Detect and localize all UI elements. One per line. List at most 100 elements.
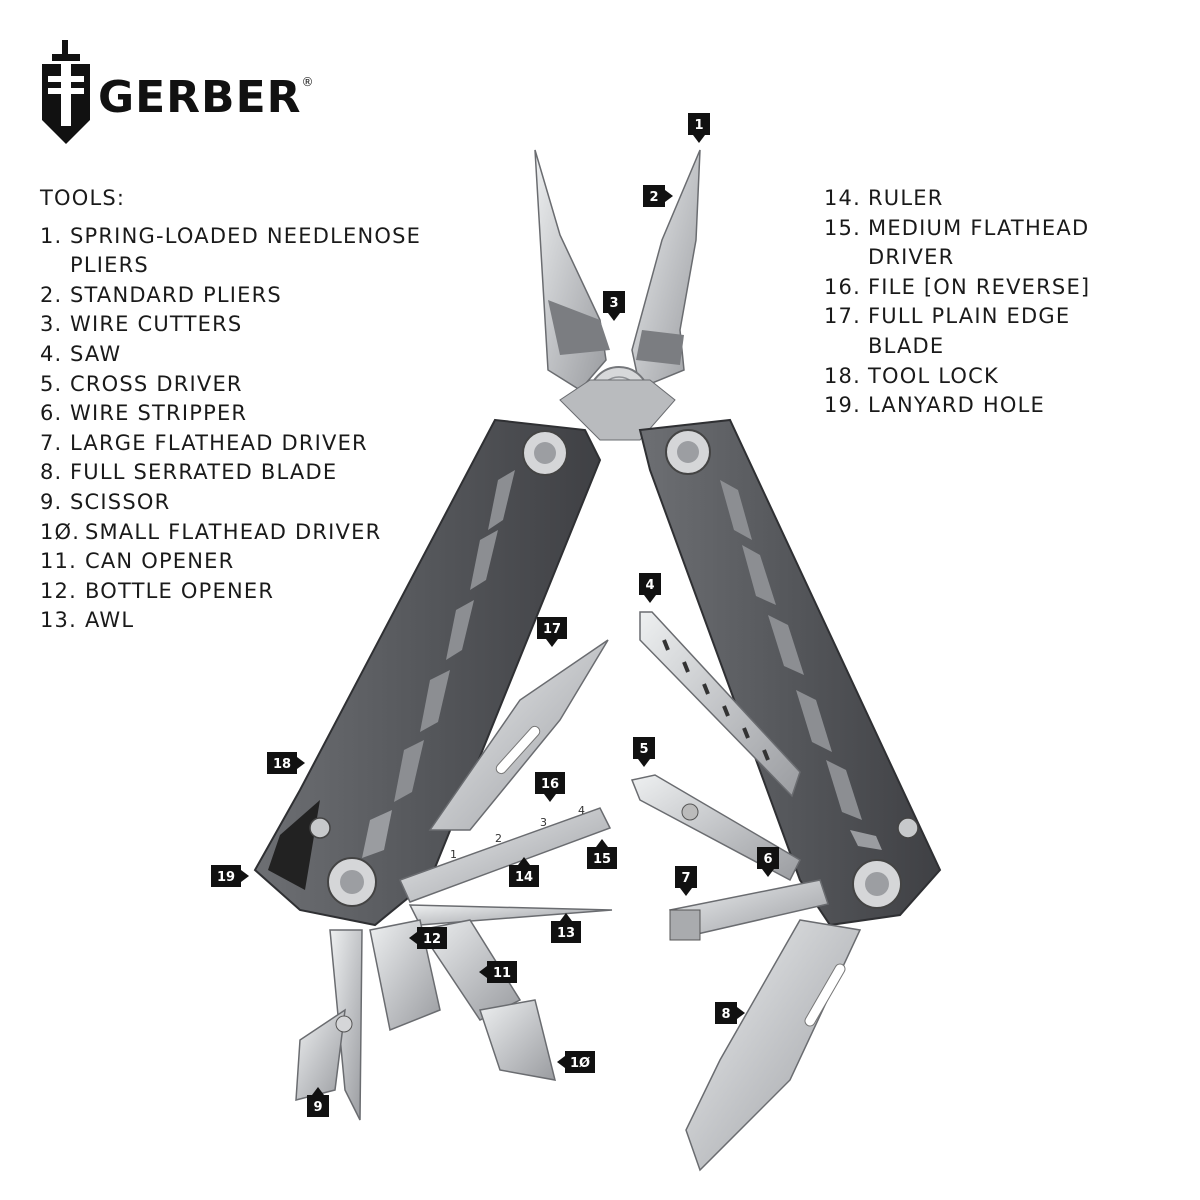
tool-list-item: 2.STANDARD PLIERS [40,281,440,311]
callout-label: 1 [694,118,703,133]
callout-label: 16 [541,777,559,792]
tool-name: FULL PLAIN EDGE BLADE [868,304,1071,358]
callout-label: 15 [593,852,611,867]
callout-label: 14 [515,870,533,885]
tool-list-item: 3.WIRE CUTTERS [40,310,440,340]
callout-label: 4 [645,578,654,593]
right-handle [638,418,942,927]
tool-number: 9. [40,489,63,514]
callout-label: 6 [763,852,772,867]
callout-17: 17 [537,617,567,647]
gerber-logo: GERBER ® [38,40,314,148]
tool-name: RULER [868,186,944,210]
gerber-sword-icon [42,40,90,144]
callout-13: 13 [551,913,581,943]
large-flathead-driver [669,879,829,941]
callout-16: 16 [535,772,565,802]
tool-name: WIRE STRIPPER [70,401,248,426]
serrated-blade [685,919,862,1172]
tool-number: 14. [824,186,861,210]
tool-name: BOTTLE OPENER [85,578,275,603]
tool-list-item: 1Ø.SMALL FLATHEAD DRIVER [40,518,440,548]
ruler-tool: 1 2 3 4 [398,804,612,903]
callout-label: 19 [217,870,235,885]
tool-number: 4. [40,341,63,366]
tool-list-item: 5. CROSS DRIVER [40,370,440,400]
ruler-mark-3: 3 [540,816,547,829]
tool-list-item: 17. FULL PLAIN EDGE BLADE [824,302,1148,361]
small-flathead-driver [479,999,557,1081]
tool-list-right: 14. RULER 15. MEDIUM FLATHEAD DRIVER 16. FILE… [824,184,1148,421]
awl-tool [408,904,613,926]
callout-label: 2 [649,190,658,205]
tool-name: MEDIUM FLATHEAD DRIVER [868,215,1090,270]
tool-list-left: TOOLS: 1. SPRING-LOADED NEEDLENOSE PLIERS… [40,184,440,636]
callout-3: 3 [603,291,625,321]
tool-name: SCISSOR [70,489,171,514]
tool-number: 18. [824,363,861,388]
callout-label: 17 [543,622,561,637]
callout-8: 8 [715,1002,745,1024]
tool-list-item: 1. SPRING-LOADED NEEDLENOSE PLIERS [40,222,440,281]
callout-6: 6 [757,847,779,877]
left-handle [253,418,602,927]
tool-name: WIRE CUTTERS [70,312,243,337]
tool-name: CAN OPENER [85,549,235,574]
tool-list-item: 7.LARGE FLATHEAD DRIVER [40,429,440,459]
callout-label: 1Ø [570,1056,590,1071]
tool-list-item: 11.CAN OPENER [40,547,440,577]
callout-4: 4 [639,573,661,603]
tool-number: 7. [40,430,63,455]
callout-19: 19 [211,865,249,887]
tool-number: 13. [40,608,77,633]
callout-label: 9 [313,1100,322,1115]
callout-11: 11 [479,961,517,983]
brand-wordmark: GERBER [98,71,302,123]
plain-edge-blade [428,639,609,831]
tool-number: 5. [40,371,63,396]
ruler-mark-4: 4 [578,804,585,817]
tool-number: 12. [40,578,77,603]
tool-list-item: 8. FULL SERRATED BLADE [40,458,440,488]
callout-15: 15 [587,839,617,869]
tool-list-item: 18.TOOL LOCK [824,362,1148,392]
callout-label: 3 [609,296,618,311]
callout-18: 18 [267,752,305,774]
needlenose-pliers [534,149,701,441]
callout-5: 5 [633,737,655,767]
tool-name: LANYARD HOLE [868,393,1045,418]
callout-label: 7 [681,871,690,886]
tool-number: 1. [40,223,63,248]
callout-12: 12 [409,927,447,949]
tool-list-item: 19. LANYARD HOLE [824,391,1148,421]
callout-label: 13 [557,926,575,941]
tool-list-item: 16. FILE [ON REVERSE] [824,273,1148,303]
tool-name: CROSS DRIVER [70,371,243,396]
tool-name: AWL [85,608,135,633]
tool-name: SPRING-LOADED NEEDLENOSE PLIERS [70,223,422,278]
callout-7: 7 [675,866,697,896]
callout-label: 11 [493,966,511,981]
callout-label: 12 [423,932,441,947]
tool-name: FULL SERRATED BLADE [70,460,338,485]
registered-mark: ® [301,75,314,89]
tools-heading: TOOLS: [40,186,126,210]
tool-name: FILE [ON REVERSE] [868,274,1091,299]
callout-label: 18 [273,757,291,772]
tool-list-item: 12. BOTTLE OPENER [40,577,440,607]
tool-list-item: 9. SCISSOR [40,488,440,518]
tool-number: 6. [40,401,63,426]
tool-number: 19. [824,393,861,418]
callout-14: 14 [509,857,539,887]
callout-label: 8 [721,1007,730,1022]
tool-number: 17. [824,304,861,329]
tool-number: 8. [40,460,63,485]
tool-name: STANDARD PLIERS [70,282,282,307]
scissors-tool [295,929,363,1121]
tool-list-item: 13. AWL [40,606,440,636]
callout-10: 1Ø [557,1051,595,1073]
tool-number: 16. [824,274,861,299]
callout-1: 1 [688,113,710,143]
tool-number: 15. [824,215,861,240]
